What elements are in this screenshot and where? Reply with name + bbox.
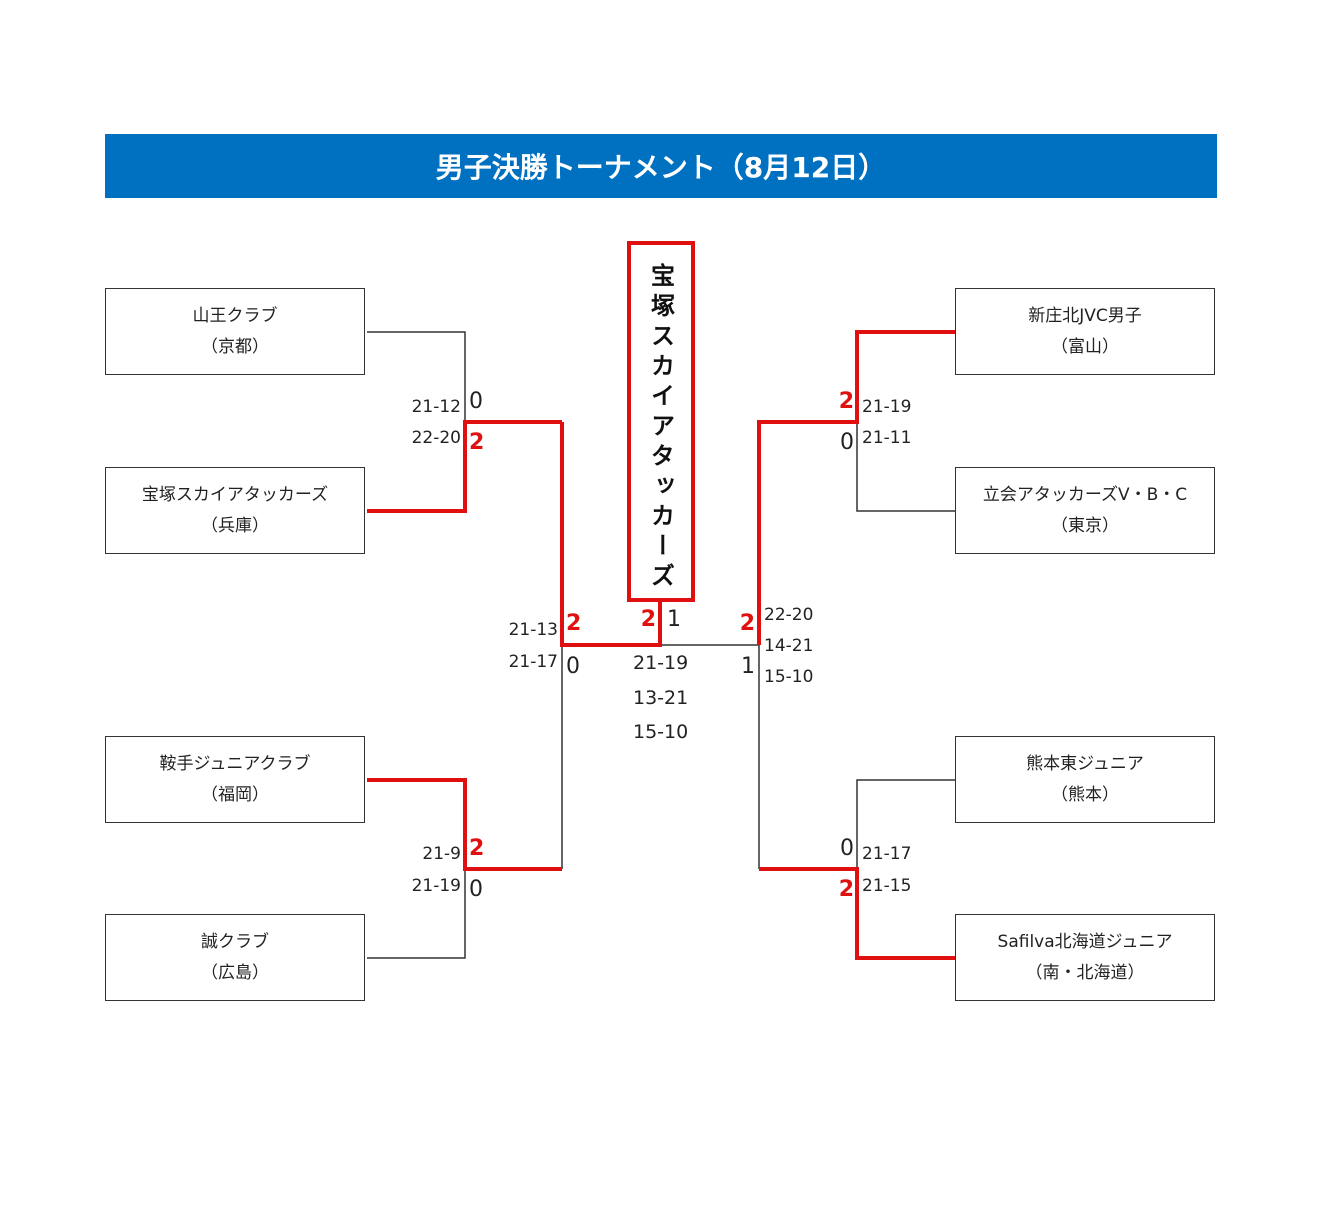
set-score: 21-12	[411, 397, 461, 417]
final-set-score: 15-10	[633, 721, 689, 743]
match-score-winner: 2	[469, 430, 485, 455]
team-box: 宝塚スカイアタッカーズ （兵庫）	[105, 467, 365, 554]
set-score: 21-11	[862, 428, 912, 448]
final-set-score: 13-21	[633, 687, 689, 709]
set-score: 22-20	[764, 605, 814, 625]
line-lsemi-winner	[560, 422, 662, 647]
match-score-winner: 2	[838, 877, 854, 902]
team-pref: （広島）	[201, 962, 269, 983]
team-name: 鞍手ジュニアクラブ	[159, 753, 311, 774]
team-name: Safilva北海道ジュニア	[997, 931, 1173, 952]
final-score: 1	[667, 607, 681, 632]
match-score-winner: 2	[838, 389, 854, 414]
match-score: 0	[566, 654, 580, 679]
team-box: 新庄北JVC男子 （富山）	[955, 288, 1215, 375]
team-pref: （兵庫）	[201, 515, 269, 536]
match-score-winner: 2	[739, 611, 755, 636]
team-pref: （熊本）	[1051, 784, 1119, 805]
set-score: 15-10	[764, 667, 814, 687]
team-box: Safilva北海道ジュニア （南・北海道）	[955, 914, 1215, 1001]
team-box: 立会アタッカーズV・B・C （東京）	[955, 467, 1215, 554]
team-box: 熊本東ジュニア （熊本）	[955, 736, 1215, 823]
line-r2-top	[856, 779, 955, 869]
line-l2-bottom	[367, 869, 466, 959]
team-name: 誠クラブ	[201, 931, 269, 952]
team-name: 立会アタッカーズV・B・C	[982, 484, 1188, 505]
final-score-winner: 2	[640, 607, 656, 632]
team-name: 山王クラブ	[192, 305, 278, 326]
match-score: 0	[840, 836, 854, 861]
match-score-winner: 2	[566, 611, 582, 636]
team-pref: （南・北海道）	[1025, 962, 1145, 983]
final-set-score: 21-19	[633, 652, 689, 674]
team-name: 熊本東ジュニア	[1026, 753, 1144, 774]
set-score: 21-9	[422, 844, 461, 864]
team-box: 鞍手ジュニアクラブ （福岡）	[105, 736, 365, 823]
match-score: 0	[840, 430, 854, 455]
set-score: 21-17	[862, 844, 912, 864]
match-score: 0	[469, 389, 483, 414]
set-score: 21-15	[862, 876, 912, 896]
team-box: 山王クラブ （京都）	[105, 288, 365, 375]
champion-name: 宝塚スカイアタッカーズ	[646, 263, 675, 593]
line-r1-winner	[757, 330, 955, 645]
match-score-winner: 2	[469, 836, 485, 861]
line-r1-bottom	[856, 422, 955, 512]
team-pref: （東京）	[1051, 515, 1119, 536]
team-pref: （京都）	[201, 336, 269, 357]
team-pref: （福岡）	[201, 784, 269, 805]
team-pref: （富山）	[1051, 336, 1119, 357]
line-l1-winner	[367, 420, 562, 513]
set-score: 22-20	[411, 428, 461, 448]
set-score: 21-13	[508, 620, 558, 640]
set-score: 21-19	[862, 397, 912, 417]
champion-box: 宝塚スカイアタッカーズ	[627, 241, 695, 602]
line-r2-winner	[759, 867, 955, 960]
team-name: 新庄北JVC男子	[1028, 305, 1142, 326]
set-score: 14-21	[764, 636, 814, 656]
match-score: 0	[469, 877, 483, 902]
team-name: 宝塚スカイアタッカーズ	[141, 484, 329, 505]
set-score: 21-19	[411, 876, 461, 896]
team-box: 誠クラブ （広島）	[105, 914, 365, 1001]
tournament-title: 男子決勝トーナメント（8月12日）	[105, 134, 1217, 198]
set-score: 21-17	[508, 652, 558, 672]
line-l2-winner	[367, 778, 562, 871]
match-score: 1	[741, 654, 755, 679]
line-l1-top	[367, 331, 466, 422]
